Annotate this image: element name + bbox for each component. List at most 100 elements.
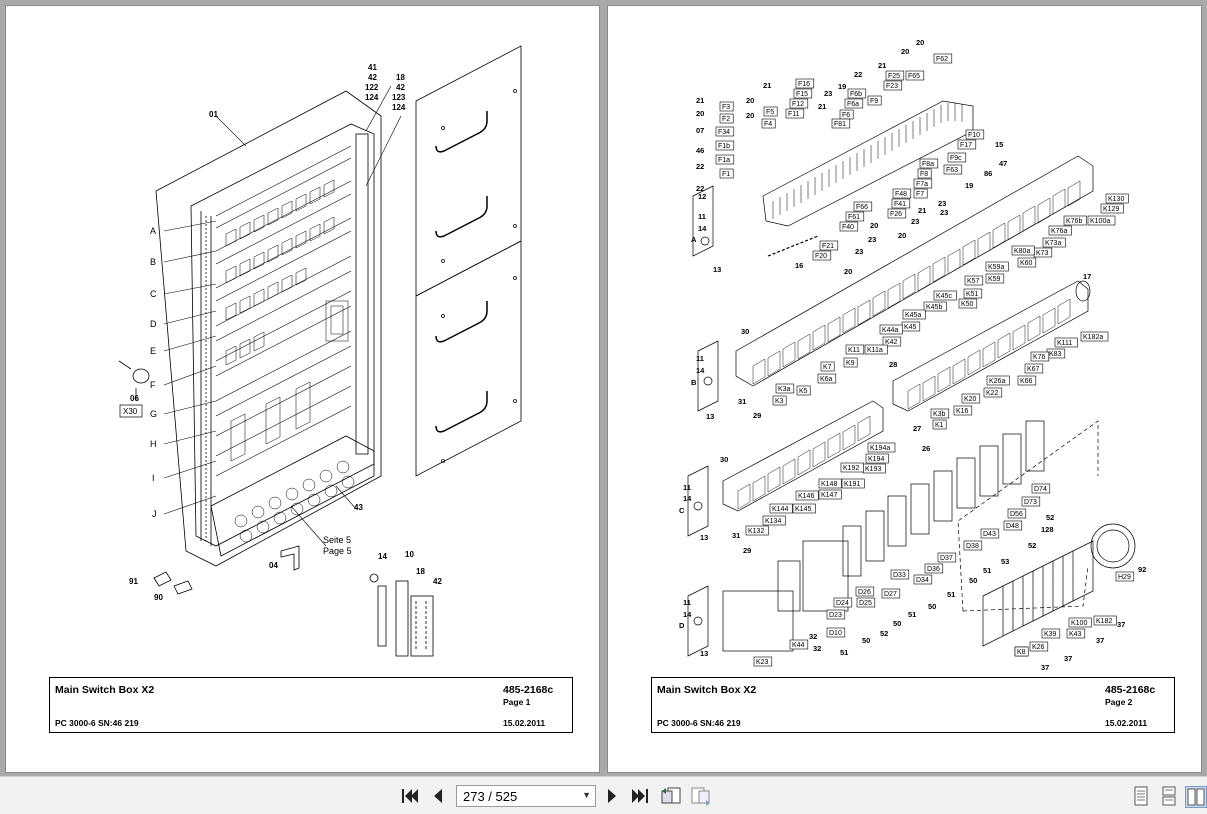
svg-text:Seite 5: Seite 5 [323, 535, 351, 545]
svg-text:E: E [150, 346, 156, 356]
part-label-box [917, 168, 932, 179]
part-label: F62 [936, 56, 948, 63]
part-label-box [923, 301, 947, 312]
svg-text:42: 42 [433, 577, 442, 586]
svg-text:X30: X30 [123, 407, 138, 416]
part-label-box [1017, 375, 1037, 386]
part-label: F23 [886, 83, 898, 90]
svg-text:23: 23 [911, 217, 919, 226]
single-page-icon[interactable] [1132, 786, 1152, 806]
svg-text:11: 11 [683, 483, 691, 492]
part-label-box [1087, 215, 1116, 226]
part-label-box [965, 129, 985, 140]
svg-text:41: 41 [368, 63, 377, 72]
part-label: F21 [822, 243, 834, 250]
svg-text:07: 07 [696, 126, 704, 135]
part-label: K146 [798, 493, 814, 500]
prev-page-icon[interactable] [428, 786, 448, 806]
page-number-select[interactable]: 273 / 525 ▼ [456, 785, 596, 807]
part-label: K11 [848, 347, 860, 354]
part-label-box [715, 154, 735, 165]
svg-text:C: C [150, 289, 157, 299]
two-page-icon[interactable] [1185, 786, 1207, 808]
part-label-box [793, 88, 813, 99]
part-label-box [762, 515, 786, 526]
part-label-box [902, 309, 926, 320]
part-label: K23 [756, 659, 769, 666]
part-label: K22 [986, 390, 999, 397]
part-label-box [885, 70, 905, 81]
svg-text:04: 04 [269, 561, 278, 570]
svg-text:C: C [679, 506, 685, 515]
part-label: F81 [834, 121, 846, 128]
svg-text:11: 11 [698, 212, 706, 221]
first-page-icon[interactable] [400, 786, 420, 806]
part-label-box [933, 290, 957, 301]
part-label-box [985, 273, 1005, 284]
part-label-box [769, 503, 793, 514]
part-label: F65 [908, 73, 920, 80]
part-label-box [891, 198, 911, 209]
part-label-box [1068, 617, 1092, 628]
svg-text:42: 42 [368, 73, 377, 82]
part-label: F16 [798, 81, 810, 88]
part-label-box [789, 98, 809, 109]
svg-text:20: 20 [746, 96, 754, 105]
svg-text:20: 20 [898, 231, 906, 240]
next-page-icon[interactable] [602, 786, 622, 806]
svg-text:10: 10 [405, 550, 414, 559]
part-label: F8 [920, 171, 928, 178]
part-label: F48 [895, 191, 907, 198]
last-page-icon[interactable] [630, 786, 650, 806]
part-label-box [845, 344, 865, 355]
part-label-box [913, 188, 928, 199]
callout-A: A [150, 226, 156, 236]
part-label: F40 [842, 224, 854, 231]
svg-text:29: 29 [753, 411, 761, 420]
svg-text:23: 23 [824, 89, 832, 98]
svg-text:32: 32 [809, 632, 817, 641]
svg-text:23: 23 [868, 235, 876, 244]
part-label-box [1017, 257, 1037, 268]
part-label: D37 [940, 555, 953, 562]
part-label: F17 [960, 142, 972, 149]
part-label: F1a [718, 157, 730, 164]
part-label: K76a [1051, 228, 1067, 235]
continuous-icon[interactable] [1160, 786, 1180, 806]
svg-text:128: 128 [1041, 525, 1054, 534]
svg-text:20: 20 [916, 38, 924, 47]
part-label: F6b [850, 91, 862, 98]
part-label-box [1100, 203, 1124, 214]
title-block-page-1: Main Switch Box X2 PC 3000-6 SN:46 219 4… [49, 677, 573, 733]
previous-view-icon[interactable] [660, 786, 681, 806]
next-view-icon[interactable] [690, 786, 710, 806]
part-label: K129 [1103, 206, 1119, 213]
part-label-box [892, 188, 912, 199]
part-label-box [913, 574, 933, 585]
part-label: F3 [722, 104, 730, 111]
part-label-box [831, 118, 851, 129]
part-label-box [841, 478, 865, 489]
part-label-box [812, 250, 832, 261]
svg-text:26: 26 [922, 444, 930, 453]
part-label: K43 [1069, 631, 1082, 638]
svg-text:11: 11 [683, 598, 691, 607]
part-label-box [853, 201, 873, 212]
part-label: K59a [988, 264, 1004, 271]
part-label-box [986, 375, 1010, 386]
part-label-box [961, 393, 981, 404]
part-label: K51 [966, 291, 979, 298]
part-label-box [985, 261, 1009, 272]
part-label-box [867, 442, 896, 453]
svg-text:37: 37 [1041, 663, 1049, 672]
part-label: K66 [1020, 378, 1033, 385]
svg-text:21: 21 [696, 96, 704, 105]
model-serial: PC 3000-6 SN:46 219 [55, 718, 139, 728]
part-label-box [882, 336, 902, 347]
part-label: F6 [842, 112, 850, 119]
part-label: K132 [748, 528, 764, 535]
chevron-down-icon[interactable]: ▼ [582, 790, 591, 800]
svg-text:43: 43 [354, 503, 363, 512]
part-label: K11a [867, 347, 883, 354]
